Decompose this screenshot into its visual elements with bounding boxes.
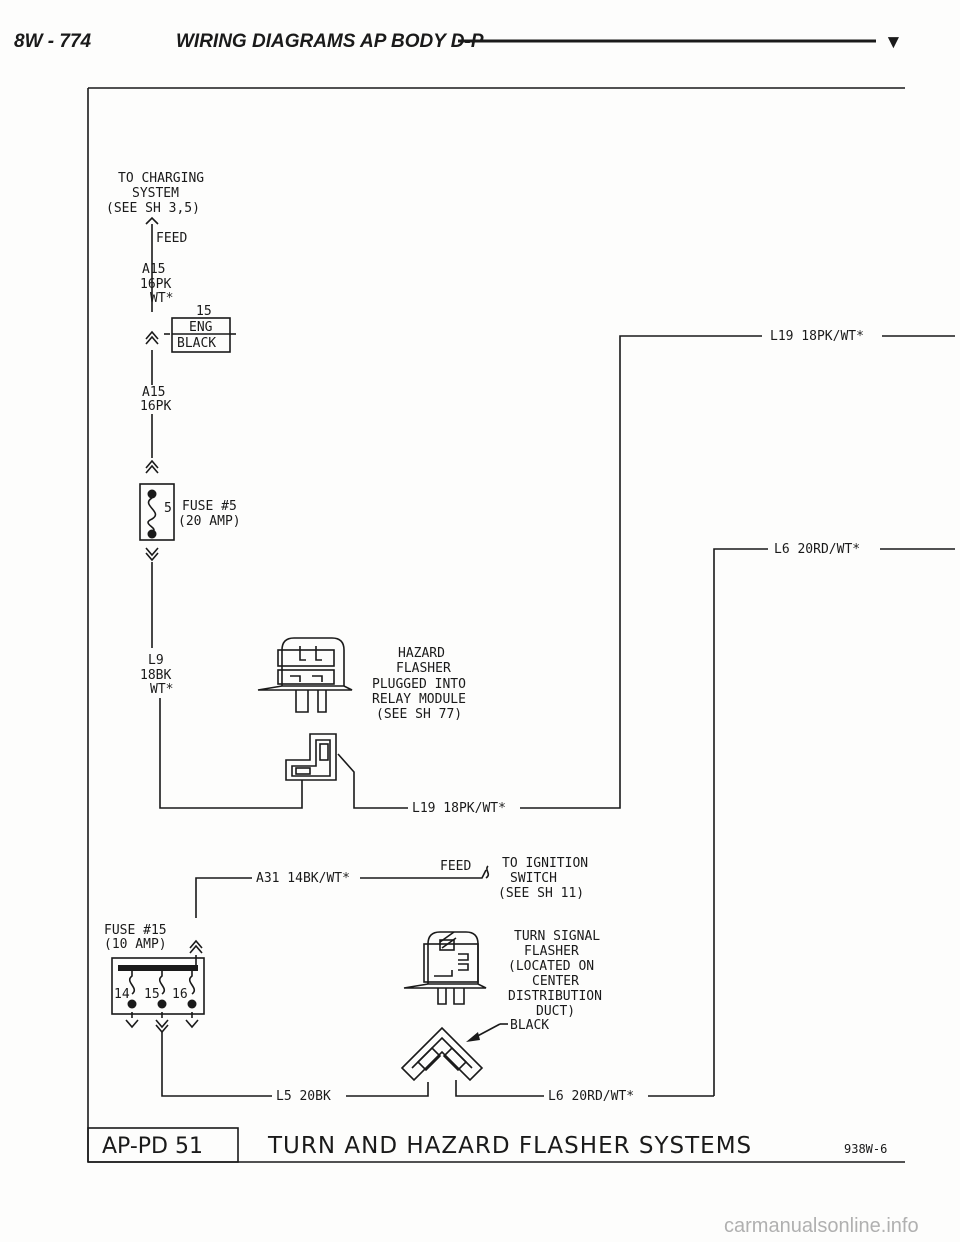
turn-connector-color: BLACK (510, 1018, 549, 1033)
fuse5-element (147, 497, 157, 533)
l9-gauge: 18BK (140, 668, 171, 683)
eng-label: ENG (189, 320, 213, 335)
fuse15-box (111, 957, 205, 1015)
eng-black-label: BLACK (177, 336, 216, 351)
charging-line3: (SEE SH 3,5) (106, 201, 200, 216)
fuse15-cav14: 14 (114, 987, 130, 1002)
charging-feed: FEED (156, 231, 187, 246)
wire-a31-left (195, 877, 252, 918)
l19-bottom-label: L19 18PK/WT* (412, 801, 506, 816)
footer-box-label: AP-PD 51 (102, 1134, 203, 1159)
a31-label: A31 14BK/WT* (256, 871, 350, 886)
feed-arrow (145, 216, 159, 225)
turn-line6: DUCT) (536, 1004, 575, 1019)
black-pointer-arrow (466, 1032, 480, 1042)
a15-top-gauge: 16PK (140, 277, 171, 292)
watermark: carmanualsonline.info (724, 1215, 919, 1237)
hazard-line3: PLUGGED INTO (372, 677, 466, 692)
turn-line4: CENTER (532, 974, 579, 989)
ignition-line1: TO IGNITION (502, 856, 588, 871)
fuse15-cav15: 15 (144, 987, 160, 1002)
ignition-feed: FEED (440, 859, 471, 874)
wire-a31-right (360, 869, 487, 879)
l19-top-label: L19 18PK/WT* (770, 329, 864, 344)
fuse5-top-connector (145, 459, 159, 474)
fuse15-elements (128, 968, 196, 995)
hazard-line4: RELAY MODULE (372, 692, 466, 707)
ignition-line2: SWITCH (510, 871, 557, 886)
turn-line1: TURN SIGNAL (514, 929, 600, 944)
charging-line1: TO CHARGING (118, 171, 204, 186)
ignition-line3: (SEE SH 11) (498, 886, 584, 901)
wire-l5-left (161, 1032, 272, 1097)
a15-mid-gauge: 16PK (140, 399, 171, 414)
wire-l5-right (346, 1082, 429, 1097)
header-title: WIRING DIAGRAMS AP BODY D-P (176, 31, 484, 52)
l6-top-label: L6 20RD/WT* (774, 542, 860, 557)
fuse5-name: FUSE #5 (182, 499, 237, 514)
a15-top-circuit: A15 (142, 262, 165, 277)
fuse15-name: FUSE #15 (104, 923, 167, 938)
eng-black-connector (171, 317, 231, 353)
header-page-code: 8W - 774 (14, 31, 92, 52)
turn-socket-icon (400, 1026, 484, 1082)
hazard-flasher-icon (257, 637, 353, 713)
turn-line2: FLASHER (524, 944, 579, 959)
l5-label: L5 20BK (276, 1089, 331, 1104)
hazard-socket-icon (285, 733, 337, 781)
l9-tracer: WT* (150, 682, 173, 697)
fuse15-top-connector (189, 939, 203, 954)
hazard-line5: (SEE SH 77) (376, 707, 462, 722)
hazard-line1: HAZARD (398, 646, 445, 661)
footer-box (87, 1127, 239, 1163)
fuse5-bottom-connector (145, 547, 159, 562)
charging-line2: SYSTEM (132, 186, 179, 201)
wire-l6-bottom-left (455, 1080, 544, 1097)
a15-top-tracer: WT* (150, 291, 173, 306)
fuse5-box (139, 483, 175, 541)
l6-bottom-label: L6 20RD/WT* (548, 1089, 634, 1104)
l9-circuit: L9 (148, 653, 164, 668)
wire-l19-bottom-left (337, 753, 408, 809)
wire-l6-run (713, 548, 768, 1096)
eng-pin: 15 (196, 304, 212, 319)
wire-l9-lower (159, 698, 303, 809)
turn-line3: (LOCATED ON (508, 959, 594, 974)
eng-connector-symbol (145, 330, 159, 345)
hazard-line2: FLASHER (396, 661, 451, 676)
turn-line5: DISTRIBUTION (508, 989, 602, 1004)
fuse5-cavity: 5 (164, 501, 172, 516)
footer-code: 938W-6 (844, 1142, 887, 1156)
a15-mid-circuit: A15 (142, 385, 165, 400)
footer-title: TURN AND HAZARD FLASHER SYSTEMS (267, 1133, 752, 1159)
turn-flasher-icon (403, 931, 487, 1005)
fuse15-rating: (10 AMP) (104, 937, 167, 952)
fuse5-rating: (20 AMP) (178, 514, 241, 529)
fuse15-bottom-connectors (125, 1019, 199, 1034)
fuse15-cav16: 16 (172, 987, 188, 1002)
header-marker: ▼ (884, 32, 903, 53)
wire-l19-run (520, 335, 762, 809)
